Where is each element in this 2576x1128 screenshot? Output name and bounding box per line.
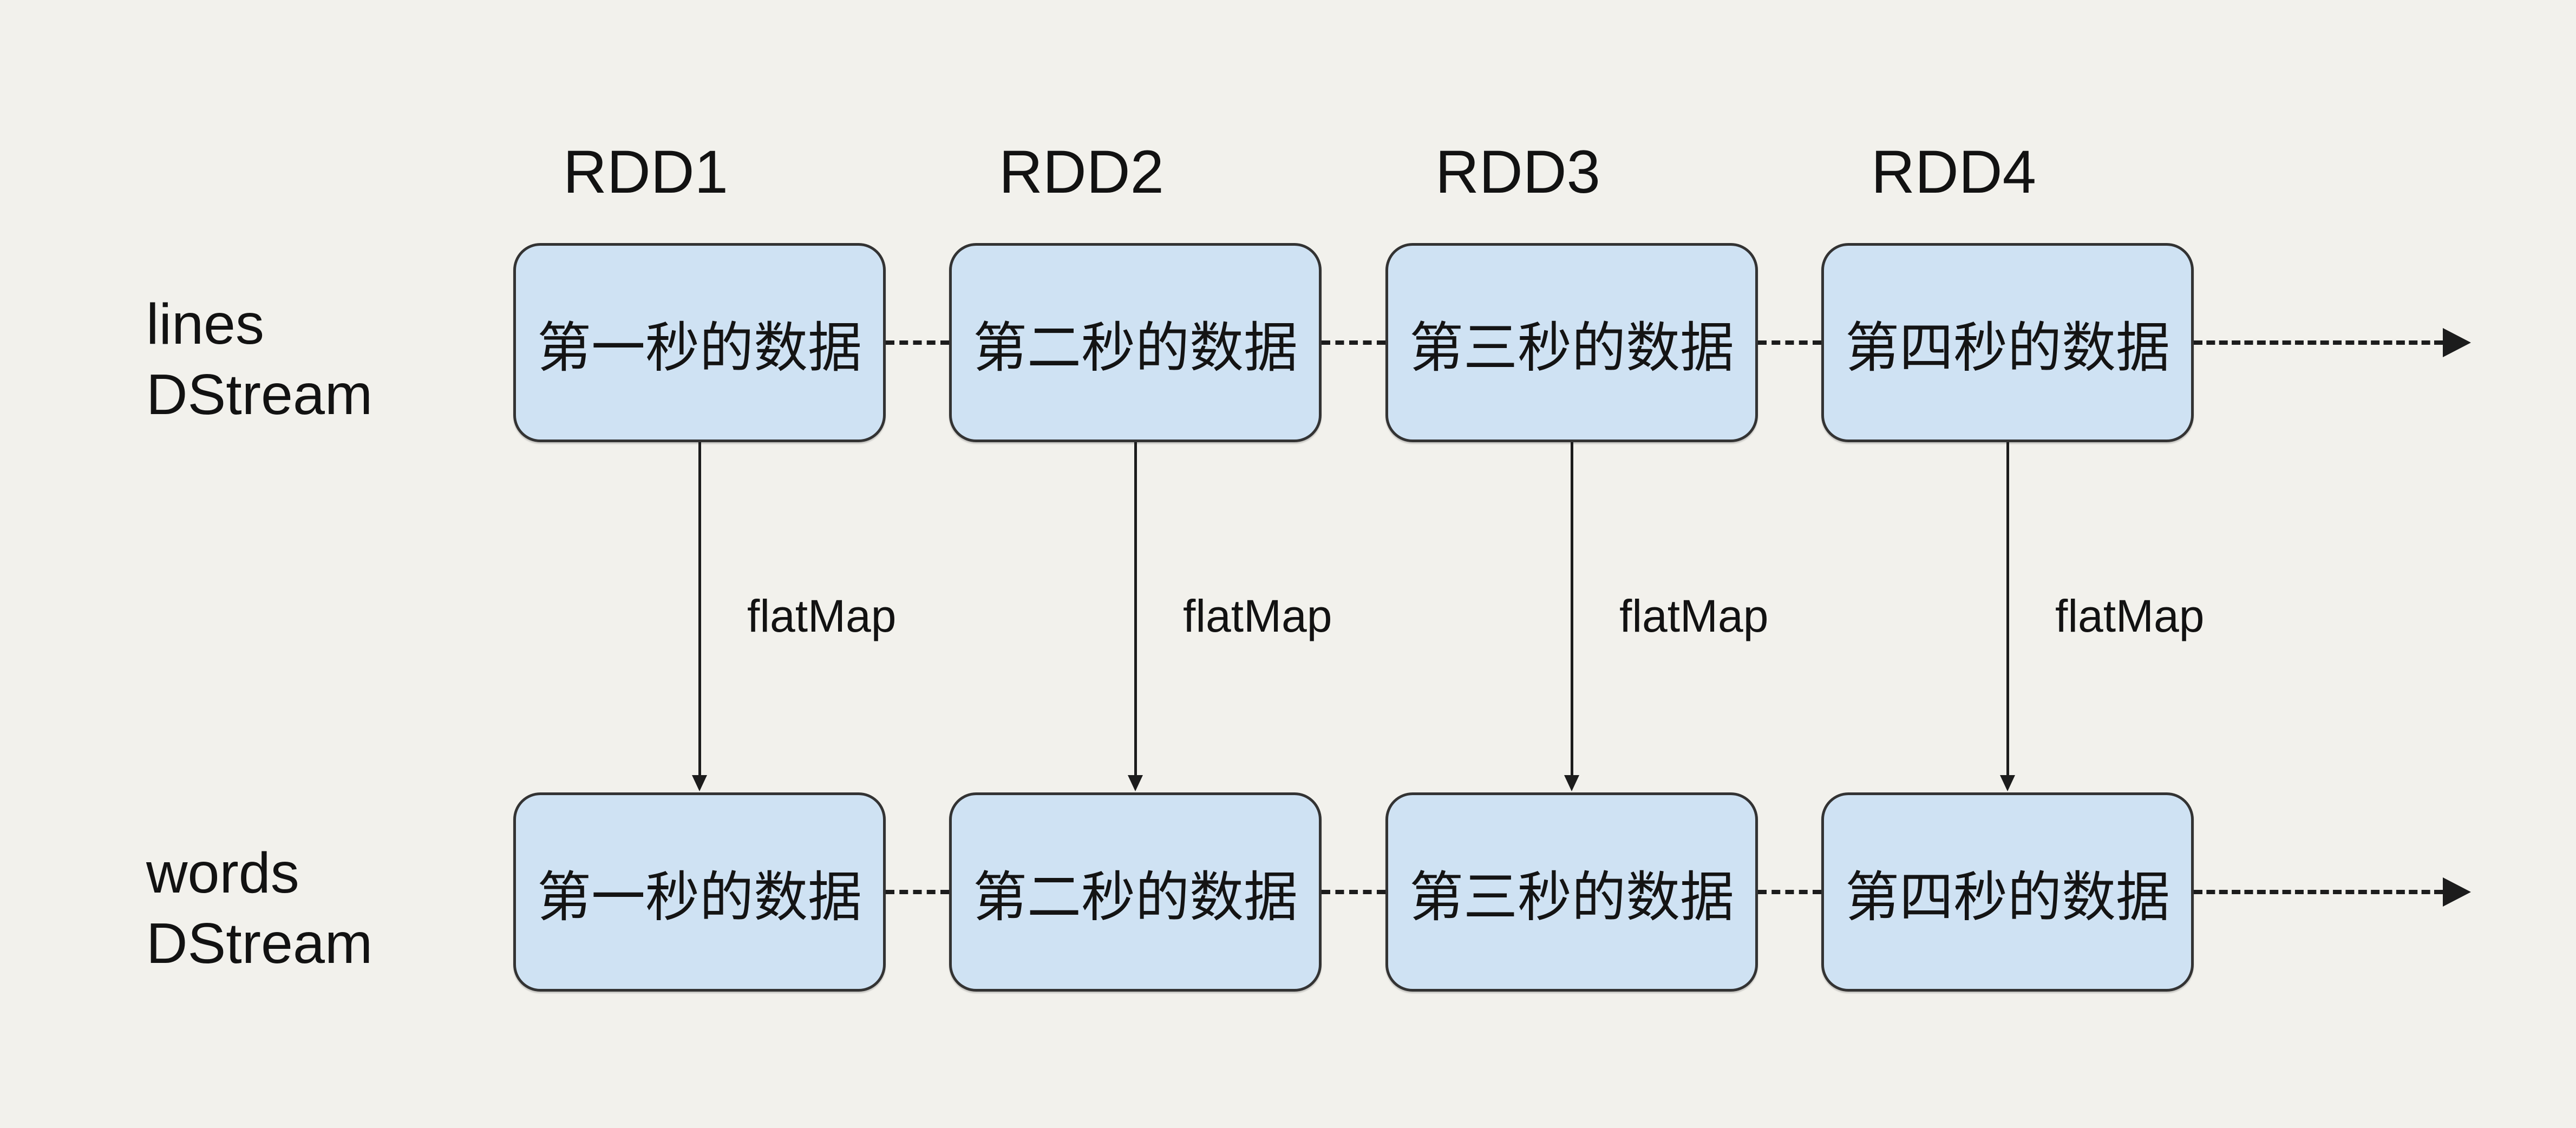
words-rdd1-box-text: 第一秒的数据: [537, 867, 862, 928]
words-rdd4-box: 第四秒的数据: [1821, 792, 2194, 992]
flatmap-label-2: flatMap: [1183, 591, 1332, 641]
lines-rdd4-box: 第四秒的数据: [1821, 243, 2194, 442]
lines-connector-3-4: [1758, 340, 1821, 345]
flatmap-arrow-3: [1571, 442, 1573, 777]
flatmap-arrowhead-1-icon: [692, 775, 707, 791]
words-dstream-label: words DStream: [146, 838, 372, 979]
words-connector-3-4: [1758, 890, 1821, 894]
lines-rdd2-box: 第二秒的数据: [949, 243, 1322, 442]
lines-dstream-label: lines DStream: [146, 289, 372, 430]
flatmap-label-1: flatMap: [747, 591, 897, 641]
flatmap-arrowhead-4-icon: [2000, 775, 2015, 791]
lines-connector-2-3: [1322, 340, 1385, 345]
lines-rdd4-box-text: 第四秒的数据: [1845, 317, 2170, 378]
words-rdd2-box: 第二秒的数据: [949, 792, 1322, 992]
words-dstream-label-line2: DStream: [146, 911, 373, 975]
rdd2-title: RDD2: [999, 138, 1164, 206]
rdd4-title: RDD4: [1871, 138, 2036, 206]
flatmap-arrow-1: [698, 442, 701, 777]
flatmap-arrowhead-2-icon: [1128, 775, 1143, 791]
lines-rdd1-box: 第一秒的数据: [513, 243, 886, 442]
words-rdd3-box-text: 第三秒的数据: [1409, 867, 1734, 928]
lines-dstream-label-line2: DStream: [146, 363, 373, 427]
lines-rdd2-box-text: 第二秒的数据: [973, 317, 1298, 378]
lines-rdd3-box: 第三秒的数据: [1385, 243, 1758, 442]
words-connector-2-3: [1322, 890, 1385, 894]
flatmap-arrow-4: [2006, 442, 2009, 777]
words-rdd1-box: 第一秒的数据: [513, 792, 886, 992]
words-continuation-dash: [2194, 890, 2443, 894]
words-connector-1-2: [886, 890, 949, 894]
words-continuation-arrowhead-icon: [2443, 877, 2471, 907]
words-rdd2-box-text: 第二秒的数据: [973, 867, 1298, 928]
lines-continuation-dash: [2194, 340, 2443, 345]
rdd3-title: RDD3: [1435, 138, 1600, 206]
lines-rdd3-box-text: 第三秒的数据: [1409, 317, 1734, 378]
flatmap-arrowhead-3-icon: [1564, 775, 1579, 791]
flatmap-label-3: flatMap: [1619, 591, 1769, 641]
flatmap-arrow-2: [1134, 442, 1137, 777]
lines-continuation-arrowhead-icon: [2443, 328, 2471, 357]
lines-rdd1-box-text: 第一秒的数据: [537, 317, 862, 378]
lines-dstream-label-line1: lines: [146, 292, 265, 356]
words-rdd3-box: 第三秒的数据: [1385, 792, 1758, 992]
words-rdd4-box-text: 第四秒的数据: [1845, 867, 2170, 928]
lines-connector-1-2: [886, 340, 949, 345]
flatmap-label-4: flatMap: [2055, 591, 2205, 641]
rdd1-title: RDD1: [563, 138, 728, 206]
words-dstream-label-line1: words: [146, 841, 299, 905]
